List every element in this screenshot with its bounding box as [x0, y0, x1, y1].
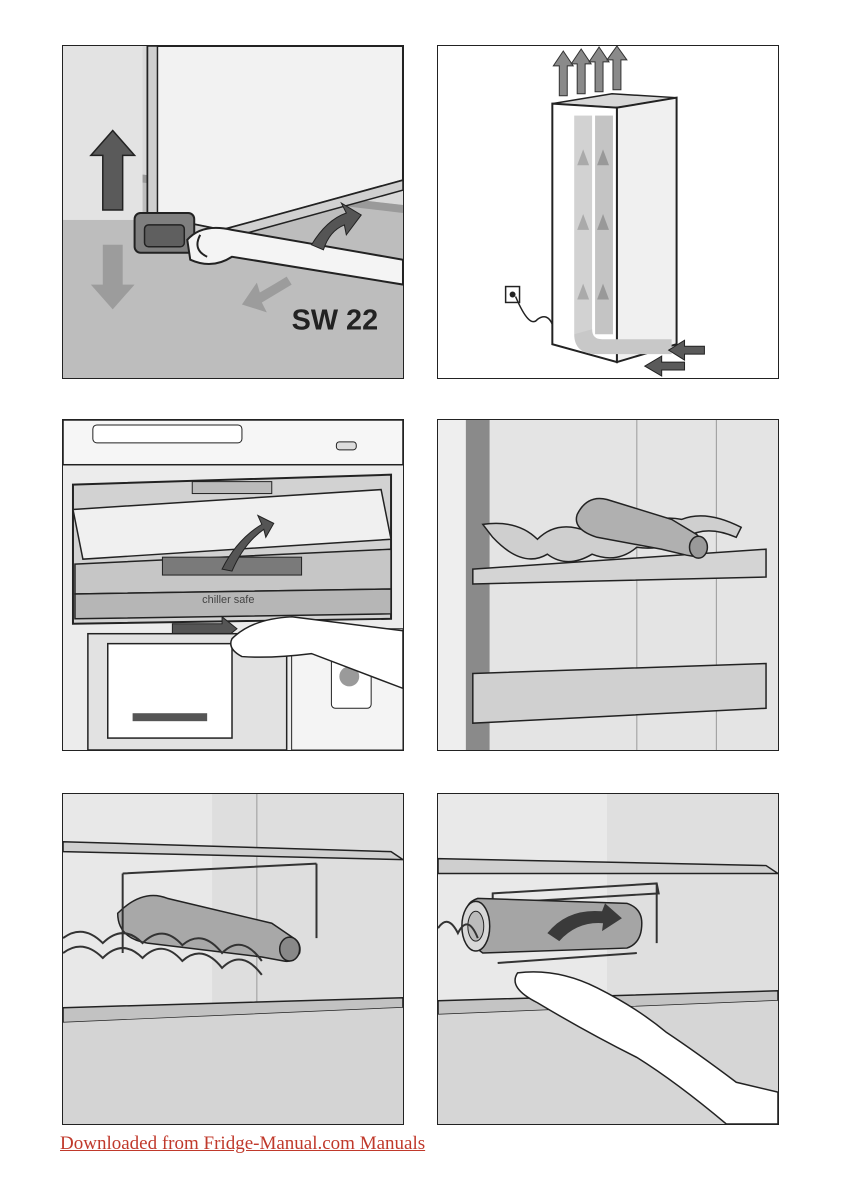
bottle-shelf-drawing	[438, 420, 778, 750]
can-holder-illustration	[437, 793, 779, 1125]
wrench-size-label: SW 22	[292, 304, 378, 336]
bottle-shelf-illustration	[437, 419, 779, 751]
chiller-drawer-illustration: chiller safe	[62, 419, 404, 751]
footer-download-link[interactable]: Downloaded from Fridge-Manual.com Manual…	[60, 1133, 425, 1155]
can-holder-drawing	[438, 794, 778, 1124]
levelling-foot-illustration: SW 22	[62, 45, 404, 379]
chiller-drawer-label: chiller safe	[202, 594, 254, 606]
chiller-drawer-drawing: chiller safe	[63, 420, 403, 750]
wine-rack-illustration	[62, 793, 404, 1125]
ventilation-illustration	[437, 45, 779, 379]
ventilation-drawing	[438, 46, 778, 378]
levelling-foot-drawing: SW 22	[63, 46, 403, 378]
wine-rack-drawing	[63, 794, 403, 1124]
